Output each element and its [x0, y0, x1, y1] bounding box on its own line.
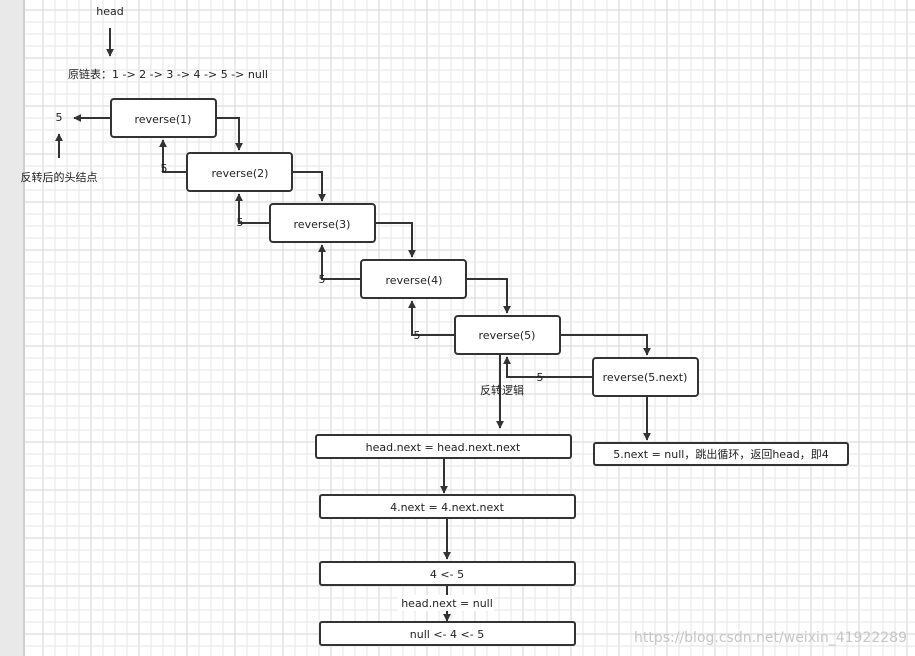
call-label-reverse-2: reverse(2)	[212, 167, 269, 180]
return-arrow-5-next-to-5	[503, 356, 593, 378]
call-arrow-3-to-4	[375, 222, 416, 258]
termination-note-box	[593, 442, 849, 466]
step-edge-label: head.next = null	[401, 597, 493, 610]
call-label-reverse-5-next: reverse(5.next)	[603, 371, 688, 384]
watermark-text: https://blog.csdn.net/weixin_41922289	[634, 630, 907, 646]
step-edge-label-bg	[398, 595, 494, 611]
step-label-3: 4 <- 5	[430, 568, 464, 581]
step-label-2: 4.next = 4.next.next	[390, 501, 504, 514]
result-head-caption: 反转后的头结点	[21, 170, 98, 184]
return-value-label: 5	[319, 273, 326, 286]
return-value-label: 5	[537, 371, 544, 384]
return-arrow-4-to-3	[318, 244, 361, 280]
reverse-logic-label: 反转逻辑	[480, 383, 524, 397]
call-arrow-5-to-5-next	[560, 334, 651, 356]
step-label-4: null <- 4 <- 5	[410, 628, 484, 641]
return-value-label: 5	[237, 216, 244, 229]
return-arrow-3-to-2	[235, 193, 270, 224]
call-arrow-4-to-5	[466, 278, 511, 314]
call-label-reverse-1: reverse(1)	[135, 113, 192, 126]
step-box-4	[319, 621, 576, 646]
return-value-label: 5	[414, 329, 421, 342]
head-label: head	[96, 5, 123, 18]
call-arrow-2-to-3	[292, 171, 326, 202]
call-label-reverse-5: reverse(5)	[479, 329, 536, 342]
call-label-reverse-4: reverse(4)	[386, 274, 443, 287]
call-label-reverse-3: reverse(3)	[294, 218, 351, 231]
result-head-value: 5	[56, 111, 63, 124]
return-arrow-2-to-1	[159, 139, 187, 173]
return-value-label: 5	[161, 162, 168, 175]
original-list-label: 原链表：1 -> 2 -> 3 -> 4 -> 5 -> null	[68, 67, 268, 81]
step-label-1: head.next = head.next.next	[366, 441, 521, 454]
return-arrow-5-to-4	[408, 300, 455, 336]
termination-note-text: 5.next = null，跳出循环，返回head，即4	[613, 447, 829, 461]
call-arrow-1-to-2	[216, 117, 243, 151]
background-grid	[25, 0, 915, 656]
